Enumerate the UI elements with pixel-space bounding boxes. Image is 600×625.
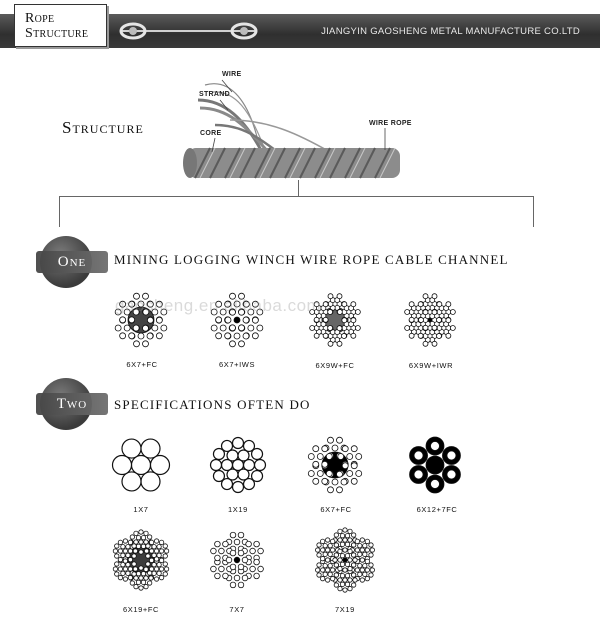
rope-caption: 6X9W+FC [315, 361, 355, 370]
rope-caption: 6X9W+IWR [408, 361, 454, 370]
rope-caption: 1X19 [228, 505, 248, 514]
watermark: gaosheng.en.alibaba.com [115, 296, 322, 315]
rope-thimble-graphic [119, 22, 258, 40]
title-line-2: Structure [25, 26, 89, 41]
section-one-badge: One [36, 236, 108, 288]
section-one-title: MINING LOGGING WINCH WIRE ROPE CABLE CHA… [114, 252, 509, 267]
bracket-right [533, 196, 534, 227]
rope-caption: 7X19 [335, 605, 355, 614]
bracket-stem [298, 180, 299, 197]
bracket-bar [59, 196, 534, 197]
wire-rope-illustration [183, 79, 400, 179]
structure-heading: Structure [62, 118, 144, 137]
label-wire-rope: WIRE ROPE [369, 120, 412, 127]
rope-caption: 6X12+7FC [416, 505, 458, 514]
section-two-title: SPECIFICATIONS OFTEN DO [114, 397, 311, 412]
section-one-cross-sections [114, 292, 456, 348]
label-wire: WIRE [222, 71, 242, 78]
rope-caption: 1X7 [133, 505, 149, 514]
rope-caption: 6X19+FC [122, 605, 160, 614]
label-strand: STRAND [199, 91, 230, 98]
rope-caption: 6X7+IWS [218, 360, 256, 369]
label-core: CORE [200, 130, 222, 137]
rope-caption: 7X7 [229, 605, 245, 614]
company-name: JIANGYIN GAOSHENG METAL MANUFACTURE CO.L… [321, 26, 580, 37]
page-title: Rope Structure [14, 4, 107, 47]
bracket-left [59, 196, 60, 227]
section-two-cross-sections [111, 436, 461, 593]
rope-caption: 6X7+FC [320, 505, 352, 514]
title-line-1: Rope [25, 11, 55, 26]
rope-caption: 6X7+FC [126, 360, 158, 369]
section-two-badge: Two [36, 378, 108, 430]
